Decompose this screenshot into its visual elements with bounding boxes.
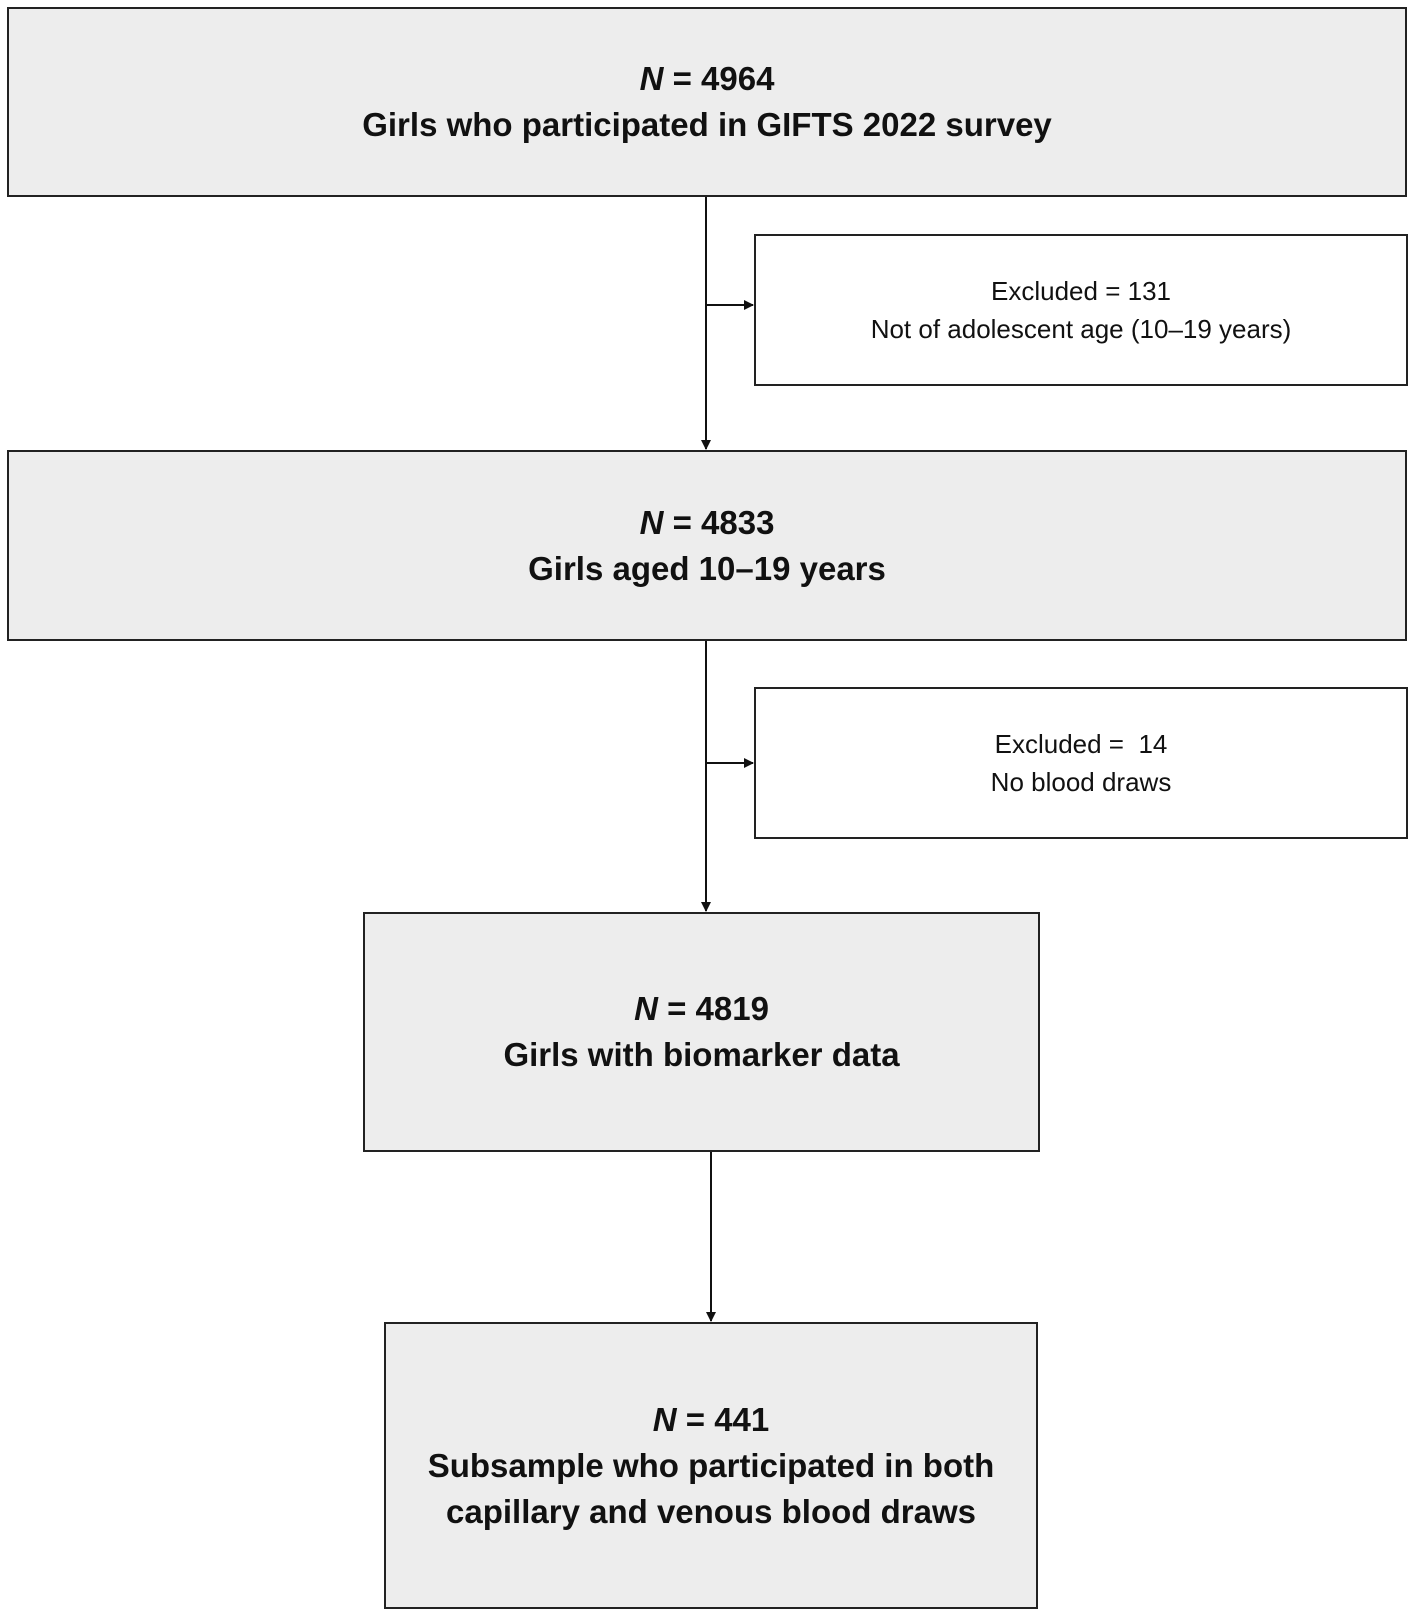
node-excluded-blood: Excluded = 14 No blood draws xyxy=(754,687,1408,839)
node-excluded-age: Excluded = 131 Not of adolescent age (10… xyxy=(754,234,1408,386)
node-survey-count: N = 4964 xyxy=(639,60,775,97)
node-subsample: N = 441 Subsample who participated in bo… xyxy=(384,1322,1038,1609)
node-biomarker-label: Girls with biomarker data xyxy=(503,1036,900,1073)
node-biomarker-count: N = 4819 xyxy=(634,990,769,1027)
node-aged-count: N = 4833 xyxy=(639,503,775,541)
node-biomarker: N = 4819 Girls with biomarker data xyxy=(363,912,1040,1152)
node-survey: N = 4964 Girls who participated in GIFTS… xyxy=(7,7,1407,197)
node-subsample-label-2: capillary and venous blood draws xyxy=(446,1492,976,1530)
excluded-blood-count: Excluded = 14 xyxy=(994,729,1168,759)
excluded-blood-reason: No blood draws xyxy=(990,767,1172,797)
node-subsample-count: N = 441 xyxy=(652,1400,770,1438)
excluded-age-reason: Not of adolescent age (10–19 years) xyxy=(870,314,1292,344)
node-aged: N = 4833 Girls aged 10–19 years xyxy=(7,450,1407,641)
node-aged-label: Girls aged 10–19 years xyxy=(528,549,886,587)
node-survey-label: Girls who participated in GIFTS 2022 sur… xyxy=(362,106,1052,143)
node-subsample-label-1: Subsample who participated in both xyxy=(427,1446,995,1484)
excluded-age-count: Excluded = 131 xyxy=(991,276,1171,306)
